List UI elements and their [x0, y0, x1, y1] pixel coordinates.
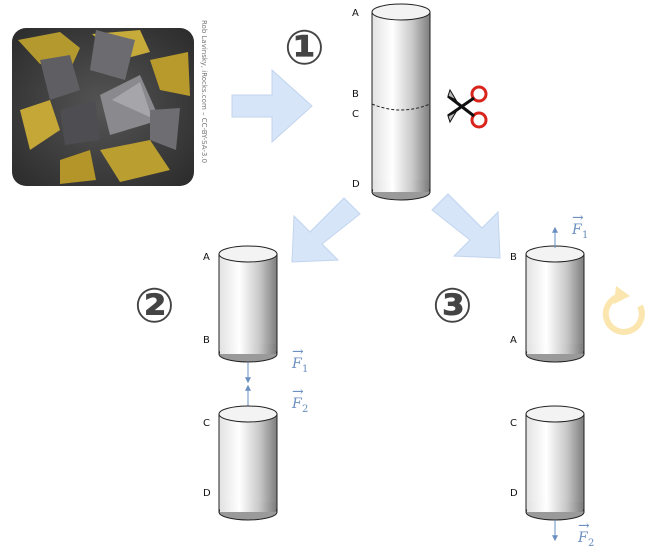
step-arrow-down-right	[431, 193, 501, 259]
cylinder-right-bottom	[525, 405, 585, 521]
svg-text:F: F	[577, 530, 589, 546]
label-right-bottom-c: C	[510, 418, 517, 429]
step-two-number: ②	[134, 278, 175, 334]
svg-text:F: F	[291, 396, 303, 412]
cylinder-left-bottom	[218, 405, 278, 521]
step-arrow-right	[231, 68, 313, 144]
label-right-top-a: A	[510, 335, 517, 346]
label-main-a: A	[352, 8, 359, 19]
label-left-top-a: A	[203, 252, 210, 263]
svg-text:1: 1	[302, 364, 308, 375]
svg-text:→: →	[572, 210, 584, 226]
cylinder-left-top	[218, 245, 278, 363]
label-right-bottom-d: D	[510, 488, 518, 499]
photo-credit: Rob Lavinsky, iRocks.com – CC-BY-SA-3.0	[200, 20, 208, 163]
label-main-d: D	[352, 179, 360, 190]
scissors-icon	[447, 85, 488, 129]
svg-text:1: 1	[582, 230, 588, 241]
step-arrow-down-left	[291, 197, 361, 263]
svg-text:→: →	[578, 518, 590, 534]
cylinder-right-top	[525, 245, 585, 363]
svg-text:→: →	[292, 344, 304, 360]
step-three-number: ③	[432, 278, 473, 334]
force-f2-label-right: F 2 →	[577, 518, 594, 549]
svg-text:2: 2	[302, 404, 308, 415]
label-main-b: B	[352, 89, 359, 100]
label-left-bottom-c: C	[203, 418, 210, 429]
svg-text:F: F	[291, 356, 303, 372]
label-left-bottom-d: D	[203, 488, 211, 499]
svg-text:2: 2	[588, 538, 594, 549]
force-f1-label-right: F 1 →	[571, 210, 588, 241]
cylinder-main	[371, 3, 431, 201]
svg-text:F: F	[571, 222, 583, 238]
label-left-top-b: B	[203, 335, 210, 346]
label-main-c: C	[352, 109, 359, 120]
step-one-number: ①	[284, 20, 325, 76]
svg-text:→: →	[292, 384, 304, 400]
rotate-icon	[602, 286, 645, 335]
mineral-photo	[12, 28, 194, 186]
force-f2-label-left: F 2 →	[291, 384, 308, 415]
force-f1-label-left: F 1 →	[291, 344, 308, 375]
label-right-top-b: B	[510, 252, 517, 263]
